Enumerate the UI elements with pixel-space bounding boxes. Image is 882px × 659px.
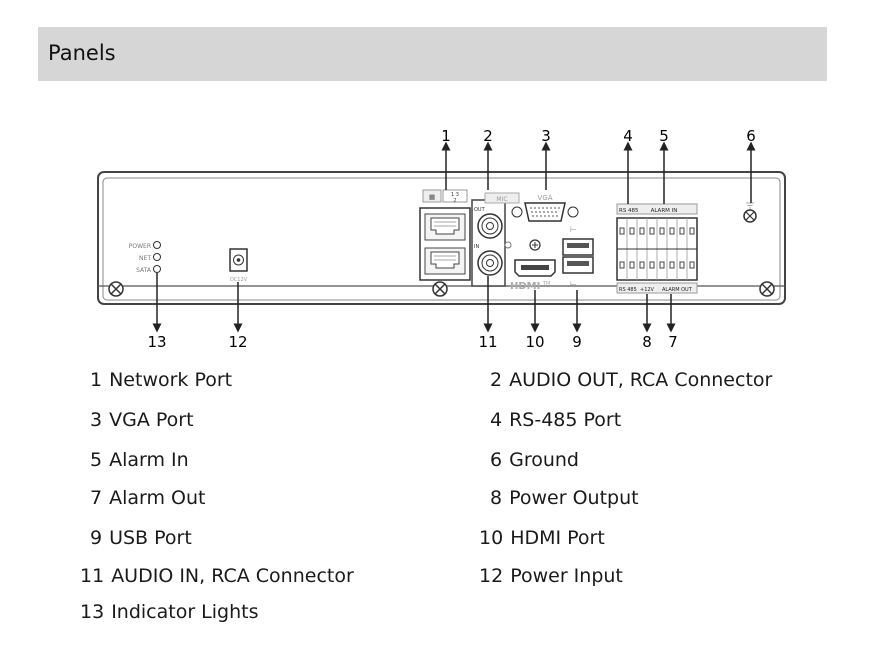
legend-item: 3 VGA Port	[90, 409, 194, 431]
legend-item: 7 Alarm Out	[90, 487, 206, 509]
dc-power-jack: DC12V	[229, 248, 248, 283]
rca-audio-connectors: MIC OUT IN	[471, 192, 520, 287]
screw-icon	[759, 281, 775, 297]
legend-text: Alarm Out	[109, 487, 206, 509]
rs485-bottom-label: RS 485	[619, 287, 637, 293]
legend-text: VGA Port	[109, 409, 194, 431]
legend-number: 10	[479, 527, 504, 549]
callout-number: 1	[441, 127, 451, 145]
screw-icon	[108, 281, 124, 297]
usb-icon: ⊢	[570, 280, 577, 289]
callout-number: 10	[525, 333, 544, 351]
net-speed-a: 1 3	[451, 192, 459, 198]
legend-item: 11 AUDIO IN, RCA Connector	[80, 565, 354, 587]
vga-label: VGA	[537, 194, 552, 202]
callout-number: 7	[668, 333, 678, 351]
plus12v-label: +12V	[640, 287, 655, 293]
audio-out-label: OUT	[474, 207, 486, 213]
terminal-block: RS 485 ALARM IN RS 485 +12V ALARM OUT	[616, 203, 698, 294]
legend-number: 11	[80, 565, 105, 587]
legend-number: 8	[490, 487, 503, 509]
callout-number: 12	[228, 333, 247, 351]
legend-number: 2	[490, 369, 503, 391]
net-speed-b: 2	[453, 198, 456, 204]
legend-item: 9 USB Port	[90, 527, 192, 549]
hdmi-logo: HDMI	[510, 281, 540, 292]
audio-in-label: IN	[474, 244, 479, 250]
callout-number: 2	[483, 127, 493, 145]
callout-number: 11	[478, 333, 497, 351]
legend-item: 5 Alarm In	[90, 449, 189, 471]
legend-number: 1	[90, 369, 103, 391]
callout-number: 5	[659, 127, 669, 145]
mic-label: MIC	[496, 196, 507, 203]
legend-item: 12 Power Input	[479, 565, 623, 587]
callout-number: 8	[642, 333, 652, 351]
legend-text: Alarm In	[109, 449, 189, 471]
alarm-out-label: ALARM OUT	[662, 287, 693, 293]
screw-icon	[432, 281, 448, 297]
callout-number: 6	[746, 127, 756, 145]
page-title: Panels	[48, 41, 116, 65]
legend-item: 2 AUDIO OUT, RCA Connector	[490, 369, 772, 391]
net-led-label: NET	[139, 255, 151, 262]
legend-number: 4	[490, 409, 503, 431]
legend-number: 13	[80, 601, 105, 623]
ground-screw	[743, 202, 757, 223]
rs485-label: RS 485	[619, 208, 639, 214]
legend-number: 7	[90, 487, 103, 509]
callout-number: 13	[147, 333, 166, 351]
vga-port: VGA	[511, 194, 579, 222]
usb-ports: ⊢ ⊢	[562, 225, 594, 289]
callout-number: 9	[572, 333, 582, 351]
legend-text: AUDIO OUT, RCA Connector	[509, 369, 773, 391]
legend-text: Power Output	[509, 487, 639, 509]
legend-number: 5	[90, 449, 103, 471]
screw-icon	[529, 239, 541, 251]
indicator-lights: POWER NET SATA	[129, 241, 161, 274]
legend-item: 10 HDMI Port	[479, 527, 605, 549]
legend-item: 1 Network Port	[90, 369, 232, 391]
legend-number: 3	[90, 409, 103, 431]
hdmi-port: HDMI TM	[510, 259, 556, 292]
legend-text: RS-485 Port	[509, 409, 622, 431]
dc-label: DC12V	[230, 277, 248, 283]
legend-text: AUDIO IN, RCA Connector	[111, 565, 354, 587]
legend-number: 12	[479, 565, 504, 587]
legend-text: Power Input	[510, 565, 623, 587]
legend-text: Indicator Lights	[111, 601, 259, 623]
power-led-label: POWER	[129, 243, 151, 250]
legend-text: USB Port	[109, 527, 192, 549]
sata-led-label: SATA	[136, 267, 152, 274]
hdmi-tm: TM	[542, 281, 550, 287]
usb-icon: ⊢	[570, 225, 577, 234]
callout-number: 4	[623, 127, 633, 145]
legend-item: 13 Indicator Lights	[80, 601, 259, 623]
network-port: ■ 1 3 2	[419, 189, 471, 281]
legend-item: 6 Ground	[490, 449, 579, 471]
alarm-in-label: ALARM IN	[651, 208, 678, 214]
svg-text:■: ■	[429, 193, 436, 201]
section-header: Panels	[38, 27, 827, 81]
legend-text: Ground	[509, 449, 579, 471]
legend-number: 6	[490, 449, 503, 471]
legend-item: 8 Power Output	[490, 487, 639, 509]
legend-item: 4 RS-485 Port	[490, 409, 621, 431]
legend-text: Network Port	[109, 369, 233, 391]
legend-number: 9	[90, 527, 103, 549]
callout-number: 3	[541, 127, 551, 145]
legend-text: HDMI Port	[510, 527, 605, 549]
